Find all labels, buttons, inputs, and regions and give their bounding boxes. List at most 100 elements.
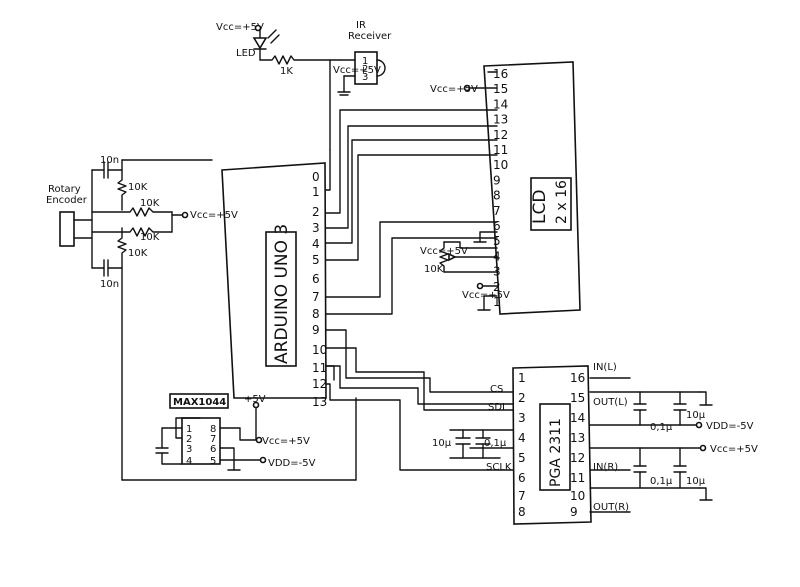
lcd-pin-label: 12 bbox=[493, 128, 508, 142]
arduino-pga-wires bbox=[325, 329, 514, 471]
pga-left-pin-label: 7 bbox=[518, 489, 526, 503]
lcd-pin-label: 10 bbox=[493, 158, 508, 172]
rotary-encoder-body bbox=[59, 211, 75, 247]
ir-led-vcc: Vcc=+5V bbox=[216, 22, 264, 33]
pga-cap-left-1: 10μ bbox=[432, 438, 452, 449]
pga-right-pin-label: 9 bbox=[570, 505, 578, 519]
max1044-right-pin-label: 6 bbox=[210, 444, 216, 455]
max1044-left-pin-label: 4 bbox=[186, 456, 192, 467]
pga-left-pin-label: 6 bbox=[518, 471, 526, 485]
lcd-pin-label: 7 bbox=[493, 204, 501, 218]
lcd-pin-label: 2 bbox=[493, 280, 501, 294]
lcd-pin-label: 13 bbox=[493, 113, 508, 127]
pga-name: PGA 2311 bbox=[548, 418, 564, 487]
pga-right-caps: 0,1μ 10μ VDD=-5V Vcc=+5V 0,1μ 10μ bbox=[589, 377, 758, 513]
led-icon bbox=[252, 37, 268, 50]
max-vcc-top: +5V bbox=[244, 394, 266, 405]
pga-left-pin-label: 2 bbox=[518, 391, 526, 405]
arduino-pin-label: 13 bbox=[312, 395, 327, 409]
max1044-right-pin-label: 8 bbox=[210, 424, 216, 435]
ir-title-2: Receiver bbox=[348, 31, 392, 42]
rotary-label-1: Rotary bbox=[48, 184, 81, 195]
ir-receiver-pin-label: 1 bbox=[362, 56, 368, 67]
lcd-size: 2 x 16 bbox=[554, 180, 570, 224]
max1044-name: MAX1044 bbox=[173, 397, 226, 408]
pga-left-pin-label: 4 bbox=[518, 431, 526, 445]
ir-resistor-label: 1K bbox=[280, 66, 293, 77]
pga-cap-r4: 10μ bbox=[686, 476, 706, 487]
arduino-pin-label: 1 bbox=[312, 185, 320, 199]
pga-right-pin-label: 15 bbox=[570, 391, 585, 405]
lcd-pin-label: 5 bbox=[493, 234, 501, 248]
max1044-wires: +5V Vcc=+5V VDD=-5V bbox=[121, 394, 357, 481]
pga-in-l-label: IN(L) bbox=[593, 362, 617, 373]
ir-rx-vcc: Vcc=+5V bbox=[333, 65, 381, 76]
max1044-title-box bbox=[169, 393, 229, 409]
ir-section: Vcc=+5V LED 1K IR Receiver 123 Vcc=+5V bbox=[216, 20, 392, 151]
pga-label-box bbox=[539, 403, 571, 491]
lcd-vcc-15: Vcc=+5V bbox=[430, 84, 478, 95]
max1044-left-pin-label: 2 bbox=[186, 434, 192, 445]
lcd-pin-label: 9 bbox=[493, 173, 501, 187]
pga-in-r-label: IN(R) bbox=[593, 462, 618, 473]
arduino-label-box bbox=[265, 231, 297, 367]
rotary-res-mid1: 10K bbox=[140, 198, 160, 209]
rotary-res-mid2: 10K bbox=[140, 232, 160, 243]
max1044-outline bbox=[181, 417, 221, 465]
ir-receiver-pin-labels: 123 bbox=[362, 56, 368, 83]
max-vdd: VDD=-5V bbox=[268, 458, 316, 469]
ir-led-vcc-terminal bbox=[254, 24, 262, 32]
arduino-name: ARDUINO UNO 3 bbox=[272, 224, 292, 364]
pga-left-pin-label: 5 bbox=[518, 451, 526, 465]
arduino-pin-label: 10 bbox=[312, 343, 327, 357]
max-vcc: Vcc=+5V bbox=[262, 436, 310, 447]
lcd-pin-label: 1 bbox=[493, 295, 501, 309]
pga-right-pin-label: 10 bbox=[570, 489, 585, 503]
ir-receiver-dome bbox=[376, 59, 386, 77]
arduino-pin-label: 9 bbox=[312, 323, 320, 337]
lcd-pin-label: 14 bbox=[493, 97, 508, 111]
arduino-pin-label: 4 bbox=[312, 237, 320, 251]
pga-right-pin-label: 12 bbox=[570, 451, 585, 465]
pga-left-pin-label: 8 bbox=[518, 505, 526, 519]
rotary-label-2: Encoder bbox=[46, 195, 88, 206]
rotary-res-top: 10K bbox=[128, 182, 148, 193]
lcd-pin-label: 8 bbox=[493, 189, 501, 203]
pga-vcc: Vcc=+5V bbox=[710, 444, 758, 455]
arduino-pin-label: 11 bbox=[312, 361, 327, 375]
pga-right-pin-label: 16 bbox=[570, 371, 585, 385]
pga-sclk-label: SCLK bbox=[486, 462, 512, 473]
arduino-pin-label: 12 bbox=[312, 377, 327, 391]
arduino-pin-label: 8 bbox=[312, 307, 320, 321]
max1044-right-pin-label: 5 bbox=[210, 456, 216, 467]
rotary-res-bottom: 10K bbox=[128, 248, 148, 259]
arduino-pin-label: 2 bbox=[312, 205, 320, 219]
pga-right-pin-label: 11 bbox=[570, 471, 585, 485]
pga-cap-r2: 10μ bbox=[686, 410, 706, 421]
ir-receiver-body bbox=[354, 51, 378, 85]
rotary-cap-bottom: 10n bbox=[100, 279, 119, 290]
lcd-name: LCD bbox=[530, 190, 550, 224]
max1044-left-pin-label: 3 bbox=[186, 444, 192, 455]
pot-label: 10K bbox=[424, 264, 444, 275]
pga-vdd: VDD=-5V bbox=[706, 421, 754, 432]
arduino-pin-label: 5 bbox=[312, 253, 320, 267]
lcd-pin-label: 16 bbox=[493, 67, 508, 81]
ir-led-label: LED bbox=[236, 48, 256, 59]
arduino-pin-label: 0 bbox=[312, 170, 320, 184]
lcd-pin-label: 6 bbox=[493, 219, 501, 233]
ir-receiver-pin-label: 2 bbox=[362, 64, 368, 75]
ir-receiver-pin-label: 3 bbox=[362, 72, 368, 83]
pga-cap-r1: 0,1μ bbox=[650, 422, 673, 433]
arduino-lcd-wires: Vcc=+5V Vcc=+5V 10K Vcc=+5V bbox=[325, 71, 510, 315]
rotary-vcc: Vcc=+5V bbox=[190, 210, 238, 221]
